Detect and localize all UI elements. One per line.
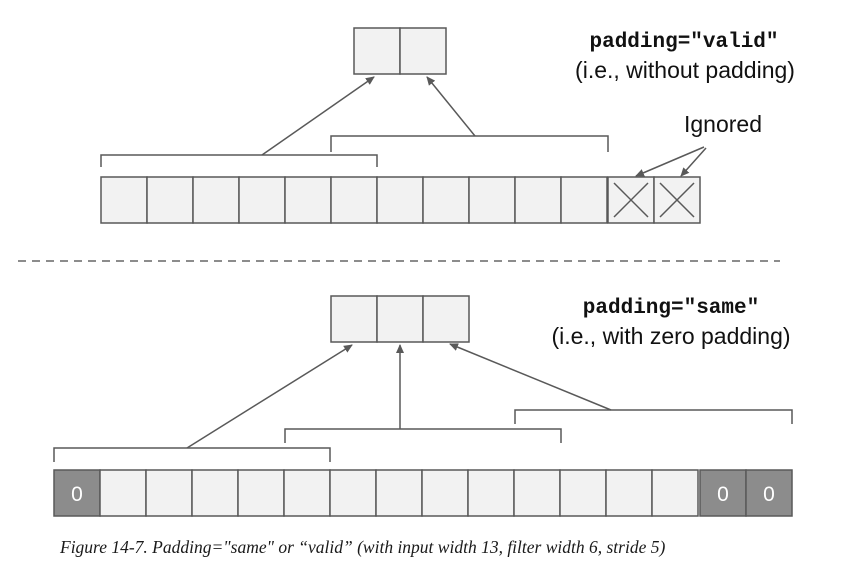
same-input-cell — [191, 469, 239, 517]
same-arrow-3 — [449, 343, 612, 411]
valid-input-cell — [514, 176, 562, 224]
same-input-cell — [99, 469, 147, 517]
valid-input-cell — [330, 176, 378, 224]
same-input-cell — [513, 469, 561, 517]
same-window-bracket-2 — [284, 428, 562, 443]
valid-arrow-1 — [261, 76, 375, 156]
zero-pad-value: 0 — [717, 483, 729, 506]
figure-caption: Figure 14-7. Padding="same" or “valid” (… — [59, 537, 665, 557]
valid-input-cell — [192, 176, 240, 224]
same-padding-sublabel: (i.e., with zero padding) — [551, 323, 790, 349]
valid-output-cell — [399, 27, 447, 75]
zero-pad-cell: 0 — [745, 469, 793, 517]
valid-output-row — [353, 27, 447, 75]
same-window-bracket-1 — [53, 447, 331, 462]
valid-input-cell — [238, 176, 286, 224]
same-input-cell — [283, 469, 331, 517]
valid-padding-label: padding="valid" — [589, 31, 778, 54]
valid-input-cell — [284, 176, 332, 224]
same-input-row: 0 0 0 — [53, 469, 793, 517]
same-padding-label: padding="same" — [583, 297, 759, 320]
valid-window-bracket-2 — [330, 135, 609, 152]
same-input-cell — [329, 469, 377, 517]
same-input-cell — [467, 469, 515, 517]
valid-input-row — [100, 176, 701, 224]
valid-input-cell — [146, 176, 194, 224]
valid-input-cell — [100, 176, 148, 224]
valid-input-cell — [422, 176, 470, 224]
same-output-row — [330, 295, 470, 343]
ignored-cell — [607, 176, 655, 224]
valid-input-cell — [376, 176, 424, 224]
same-output-cell — [422, 295, 470, 343]
same-input-cell — [421, 469, 469, 517]
ignored-cell — [653, 176, 701, 224]
zero-pad-value: 0 — [71, 483, 83, 506]
same-input-cell — [605, 469, 653, 517]
ignored-label: Ignored — [684, 111, 762, 137]
same-input-cell — [375, 469, 423, 517]
same-window-bracket-3 — [514, 409, 793, 424]
valid-window-bracket-1 — [100, 154, 378, 167]
zero-pad-cell: 0 — [53, 469, 101, 517]
same-input-cell — [145, 469, 193, 517]
ignored-arrow-2 — [680, 147, 707, 177]
zero-pad-value: 0 — [763, 483, 775, 506]
same-input-cell — [651, 469, 699, 517]
same-input-cell — [237, 469, 285, 517]
same-output-cell — [376, 295, 424, 343]
valid-input-cell — [468, 176, 516, 224]
valid-input-cell — [560, 176, 608, 224]
ignored-arrow-1 — [635, 146, 705, 177]
valid-output-cell — [353, 27, 401, 75]
zero-pad-cell: 0 — [699, 469, 747, 517]
valid-arrow-2 — [426, 76, 476, 137]
same-input-cell — [559, 469, 607, 517]
valid-padding-sublabel: (i.e., without padding) — [575, 57, 795, 83]
same-arrow-1 — [186, 344, 353, 449]
same-output-cell — [330, 295, 378, 343]
